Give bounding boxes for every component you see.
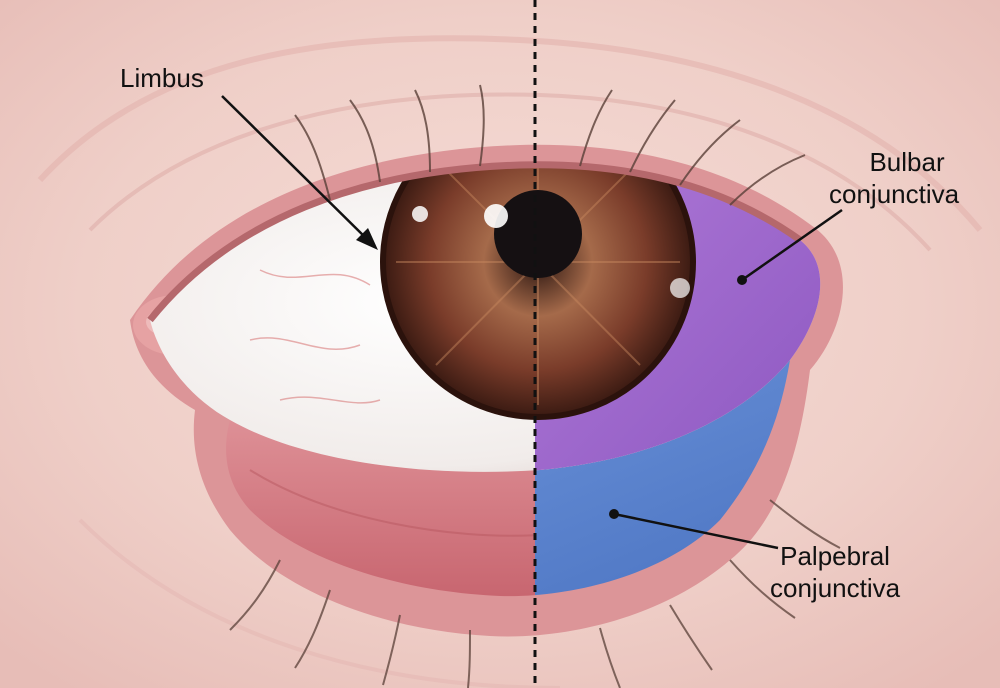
limbus-arrowhead: [356, 228, 378, 250]
label-bulbar-line2: conjunctiva: [829, 179, 960, 209]
upper-eyelashes: [294, 84, 806, 206]
upper-lid-crease: [88, 92, 932, 252]
corneal-reflection-2: [412, 206, 428, 222]
palpebral-leader-line: [613, 512, 779, 550]
lower-eyelashes: [229, 499, 841, 688]
label-palpebral-line2: conjunctiva: [770, 573, 901, 603]
palpebral-conjunctiva-highlight: [535, 360, 790, 596]
label-palpebral-line1: Palpebral: [780, 541, 890, 571]
corneal-reflection-1: [484, 204, 508, 228]
limbus-leader-line: [221, 95, 373, 245]
lid-vessel: [249, 469, 535, 537]
label-limbus: Limbus: [120, 62, 204, 94]
pupil: [494, 190, 582, 278]
lower-skin-fold: [78, 518, 561, 688]
limbus-ring: [380, 164, 696, 420]
corneal-reflection-3: [670, 278, 690, 298]
brow-fold: [37, 35, 983, 232]
label-bulbar-conjunctiva: Bulbar conjunctiva: [829, 146, 959, 210]
label-bulbar-line1: Bulbar: [869, 147, 945, 177]
label-palpebral-conjunctiva: Palpebral conjunctiva: [770, 540, 900, 604]
bulbar-pointer-dot: [737, 275, 747, 285]
upper-lid-margin: [147, 161, 803, 323]
scleral-vessels: [249, 269, 381, 404]
bulbar-leader-line: [741, 208, 843, 282]
palpebral-conjunctiva-natural: [226, 420, 535, 597]
palpebral-pointer-dot: [609, 509, 619, 519]
label-limbus-text: Limbus: [120, 63, 204, 93]
